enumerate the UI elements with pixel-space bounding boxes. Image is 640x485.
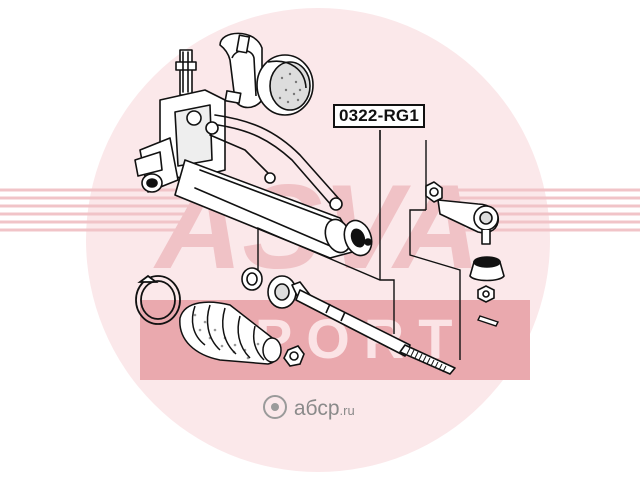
part-number-label: 0322-RG1 [333, 104, 425, 128]
rack-mount-bushing-icon [256, 54, 314, 116]
castle-nut-icon [477, 285, 495, 303]
steering-gear-assembly-icon [134, 49, 373, 259]
abcp-logo-icon [263, 395, 287, 419]
site-tld: .ru [339, 403, 355, 418]
callout-lines [257, 130, 461, 360]
tie-rod-end-icon [425, 181, 500, 245]
rack-clamp-bracket-icon [219, 32, 263, 109]
jam-nut-icon [283, 345, 305, 367]
lock-washer-icon [241, 267, 263, 291]
boot-clamp-icon [135, 274, 181, 325]
ball-joint-dust-cover-icon [469, 256, 505, 282]
site-name: абср [293, 397, 340, 420]
inner-tie-rod-icon [267, 275, 456, 375]
site-watermark: абср.ru [262, 394, 355, 420]
dust-boot-icon [179, 301, 282, 365]
cotter-pin-icon [477, 315, 499, 327]
